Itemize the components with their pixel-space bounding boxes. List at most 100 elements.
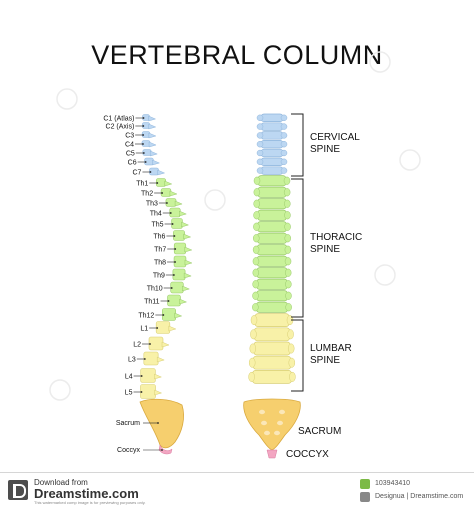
side-vertebra-th3	[158, 198, 183, 207]
spine-side-labels: C1 (Atlas)C2 (Axis) C3C4C5C6C7Th1Th2Th3Th…	[103, 116, 166, 455]
side-label-8: Th2	[141, 191, 153, 198]
front-vertebra-2	[256, 122, 288, 131]
front-vertebra-19	[252, 301, 292, 313]
side-vertebra-c1	[135, 114, 157, 122]
side-vertebra-l1	[149, 321, 177, 334]
side-vertebra-th12	[155, 308, 183, 321]
coccyx-label: COCCYX	[286, 449, 329, 460]
front-vertebra-13	[253, 232, 291, 244]
front-vertebra-17	[252, 278, 292, 290]
front-vertebra-5	[256, 148, 288, 158]
front-vertebra-21	[250, 327, 294, 342]
side-label-6: C7	[132, 170, 141, 177]
side-vertebra-c5	[135, 149, 158, 157]
front-vertebra-1	[256, 113, 288, 122]
front-vertebra-20	[250, 313, 294, 327]
side-label-14: Th8	[154, 260, 166, 267]
side-label-11: Th5	[152, 222, 164, 229]
credit-icon	[360, 492, 370, 502]
side-vertebra-l3	[136, 351, 165, 366]
lumbar-label-2: SPINE	[310, 355, 340, 366]
front-vertebra-3	[256, 131, 288, 140]
side-vertebra-th11	[160, 294, 188, 307]
thoracic-bracket	[291, 178, 304, 318]
region-brackets	[291, 113, 304, 392]
front-vertebra-8	[253, 175, 291, 187]
side-label-7: Th1	[136, 181, 148, 188]
footer-download-text: Download from	[34, 478, 88, 487]
lumbar-label-1: LUMBAR	[310, 343, 352, 354]
spine-side-view	[133, 114, 193, 455]
side-label-4: C5	[126, 151, 135, 158]
side-vertebra-th4	[162, 207, 187, 218]
side-label-10: Th4	[150, 211, 162, 218]
side-vertebra-l2	[142, 336, 170, 351]
side-vertebra-th9	[165, 268, 192, 281]
side-label-24: Sacrum	[116, 420, 140, 427]
cervical-label-2: SPINE	[310, 144, 340, 155]
watermark	[49, 51, 421, 401]
front-vertebra-23	[248, 355, 296, 370]
side-label-20: L2	[133, 342, 141, 349]
front-vertebra-16	[252, 267, 292, 279]
side-vertebra-c2	[135, 122, 157, 130]
front-sacrum	[243, 398, 301, 451]
side-label-2: C3	[125, 133, 134, 140]
spine-front-view	[243, 113, 301, 459]
front-vertebra-12	[253, 221, 291, 233]
front-vertebra-9	[253, 186, 291, 198]
side-label-15: Th9	[153, 273, 165, 280]
sacrum-label: SACRUM	[298, 426, 341, 437]
vertebral-column-diagram: C1 (Atlas)C2 (Axis) C3C4C5C6C7Th1Th2Th3Th…	[49, 51, 421, 460]
side-label-5: C6	[128, 160, 137, 167]
image-id-icon	[360, 479, 370, 489]
side-vertebra-th1	[149, 178, 173, 187]
cervical-label-1: CERVICAL	[310, 132, 360, 143]
side-label-19: L1	[140, 326, 148, 333]
front-vertebra-15	[252, 255, 292, 267]
side-vertebra-c6	[137, 157, 161, 166]
side-label-25: Coccyx	[117, 447, 140, 454]
footer-brand: Dreamstime.com	[34, 486, 139, 501]
side-label-17: Th11	[144, 299, 160, 306]
footer-credit: Designua | Dreamstime.com	[375, 493, 464, 500]
side-vertebra-c4	[134, 140, 157, 148]
side-label-9: Th3	[146, 201, 158, 208]
side-vertebra-th2	[154, 188, 178, 197]
front-coccyx	[266, 449, 278, 459]
footer: Download from Dreamstime.com This waterm…	[0, 472, 474, 507]
side-label-16: Th10	[147, 286, 163, 293]
front-vertebra-24	[248, 370, 296, 384]
side-vertebra-th8	[167, 255, 193, 268]
thoracic-label-2: SPINE	[310, 244, 340, 255]
footer-fine-print: This watermarked comp image is for previ…	[34, 500, 146, 505]
side-label-13: Th7	[154, 247, 166, 254]
front-vertebra-4	[256, 140, 288, 149]
side-sacrum	[139, 398, 184, 455]
dreamstime-logo-icon	[8, 480, 28, 500]
side-label-21: L3	[128, 357, 136, 364]
side-label-3: C4	[125, 142, 134, 149]
side-vertebra-l5	[133, 384, 163, 399]
side-coccyx	[158, 444, 173, 455]
side-label-18: Th12	[138, 313, 154, 320]
side-vertebra-c3	[135, 131, 157, 139]
side-vertebra-l4	[133, 368, 163, 383]
front-vertebra-11	[253, 209, 291, 221]
side-label-0: C1 (Atlas)	[103, 116, 134, 123]
thoracic-label-1: THORACIC	[310, 232, 362, 243]
side-label-12: Th6	[153, 234, 165, 241]
side-label-23: L5	[125, 390, 133, 397]
front-vertebra-7	[256, 166, 288, 175]
diagram-title: VERTEBRAL COLUMN	[91, 40, 383, 70]
side-vertebra-th10	[163, 281, 191, 294]
side-vertebra-th7	[167, 242, 193, 255]
lumbar-bracket	[291, 319, 304, 392]
footer-image-id: 103943410	[375, 480, 411, 487]
side-vertebra-th5	[164, 218, 190, 229]
front-vertebra-14	[252, 244, 292, 256]
front-vertebra-22	[249, 341, 295, 356]
cervical-bracket	[291, 113, 304, 177]
side-label-22: L4	[125, 374, 133, 381]
side-label-1: C2 (Axis)	[106, 124, 135, 131]
